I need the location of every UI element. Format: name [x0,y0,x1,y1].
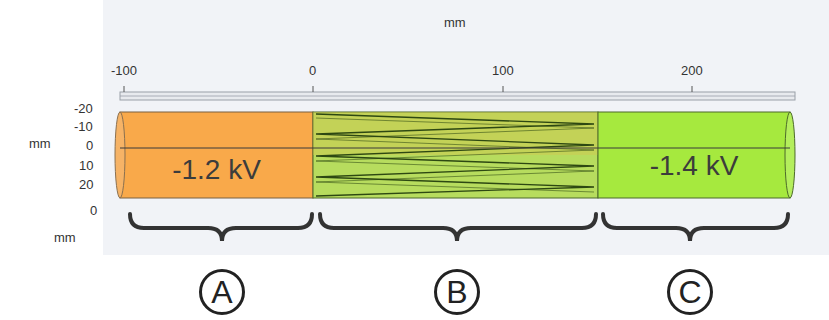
axis-line [120,148,790,149]
callout-circle: B [434,269,480,315]
axis-tick-label: 0 [90,204,97,217]
unit-label: mm [29,137,51,150]
orange-region [120,112,313,198]
axis-tick-label: 10 [79,159,93,172]
callout-letter: B [446,276,467,308]
axis-tick-label: 20 [79,178,93,191]
end-cap [115,112,125,198]
callout-letter: C [678,276,701,308]
voltage-label: -1.4 kV [598,152,790,180]
zigzag-electrode [316,114,594,196]
callout-circle: C [667,269,713,315]
axis-tick-label: 0 [86,139,93,152]
end-cap [785,112,795,198]
axis-tick-label: 0 [309,64,316,77]
axis-tick-label: -10 [74,120,93,133]
callout-circle: A [199,269,245,315]
green-region-label-box: -1.4 kV [598,112,790,198]
unit-label: mm [54,231,76,244]
callout-letter: A [211,276,232,308]
unit-label: mm [444,16,466,29]
ruler [120,86,795,100]
bracket [130,214,788,241]
axis-tick-label: -100 [111,64,137,77]
axis-tick-label: 200 [681,64,703,77]
axis-tick-label: -20 [74,102,93,115]
orange-region-label-box: -1.2 kV [120,112,313,198]
plot-ground [103,0,829,255]
electrode-region [313,112,598,198]
green-region [598,112,790,198]
axis-tick-label: 100 [492,64,514,77]
voltage-label: -1.2 kV [120,156,313,184]
